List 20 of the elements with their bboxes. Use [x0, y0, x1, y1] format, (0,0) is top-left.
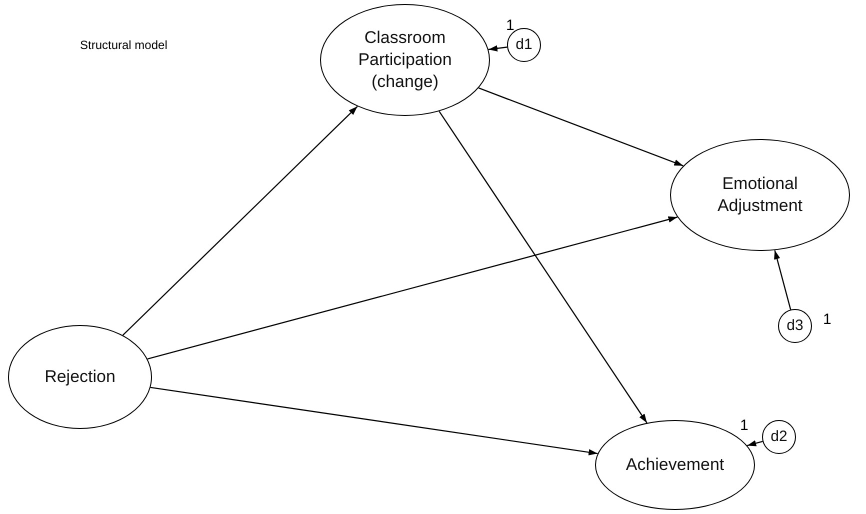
arrow	[147, 216, 678, 360]
arrow	[122, 106, 358, 336]
error-circle	[762, 420, 796, 454]
error-circle	[778, 309, 812, 343]
arrow	[150, 386, 598, 456]
node-label: Emotional Adjustment	[716, 173, 804, 217]
arrow	[774, 250, 792, 310]
arrow	[747, 440, 763, 446]
node-label: d1	[516, 35, 532, 55]
edge-label: 1	[822, 312, 832, 327]
arrow	[438, 110, 648, 424]
model-label: Structural model	[80, 38, 168, 52]
error-circle	[507, 28, 541, 62]
node-label: Classroom Participation (change)	[357, 27, 453, 93]
node-label: Achievement	[626, 454, 724, 476]
node-label: d2	[770, 427, 788, 447]
arrow	[488, 45, 508, 52]
arrow	[478, 87, 684, 166]
node-label: Rejection	[44, 366, 116, 388]
node-label: d3	[786, 316, 804, 336]
